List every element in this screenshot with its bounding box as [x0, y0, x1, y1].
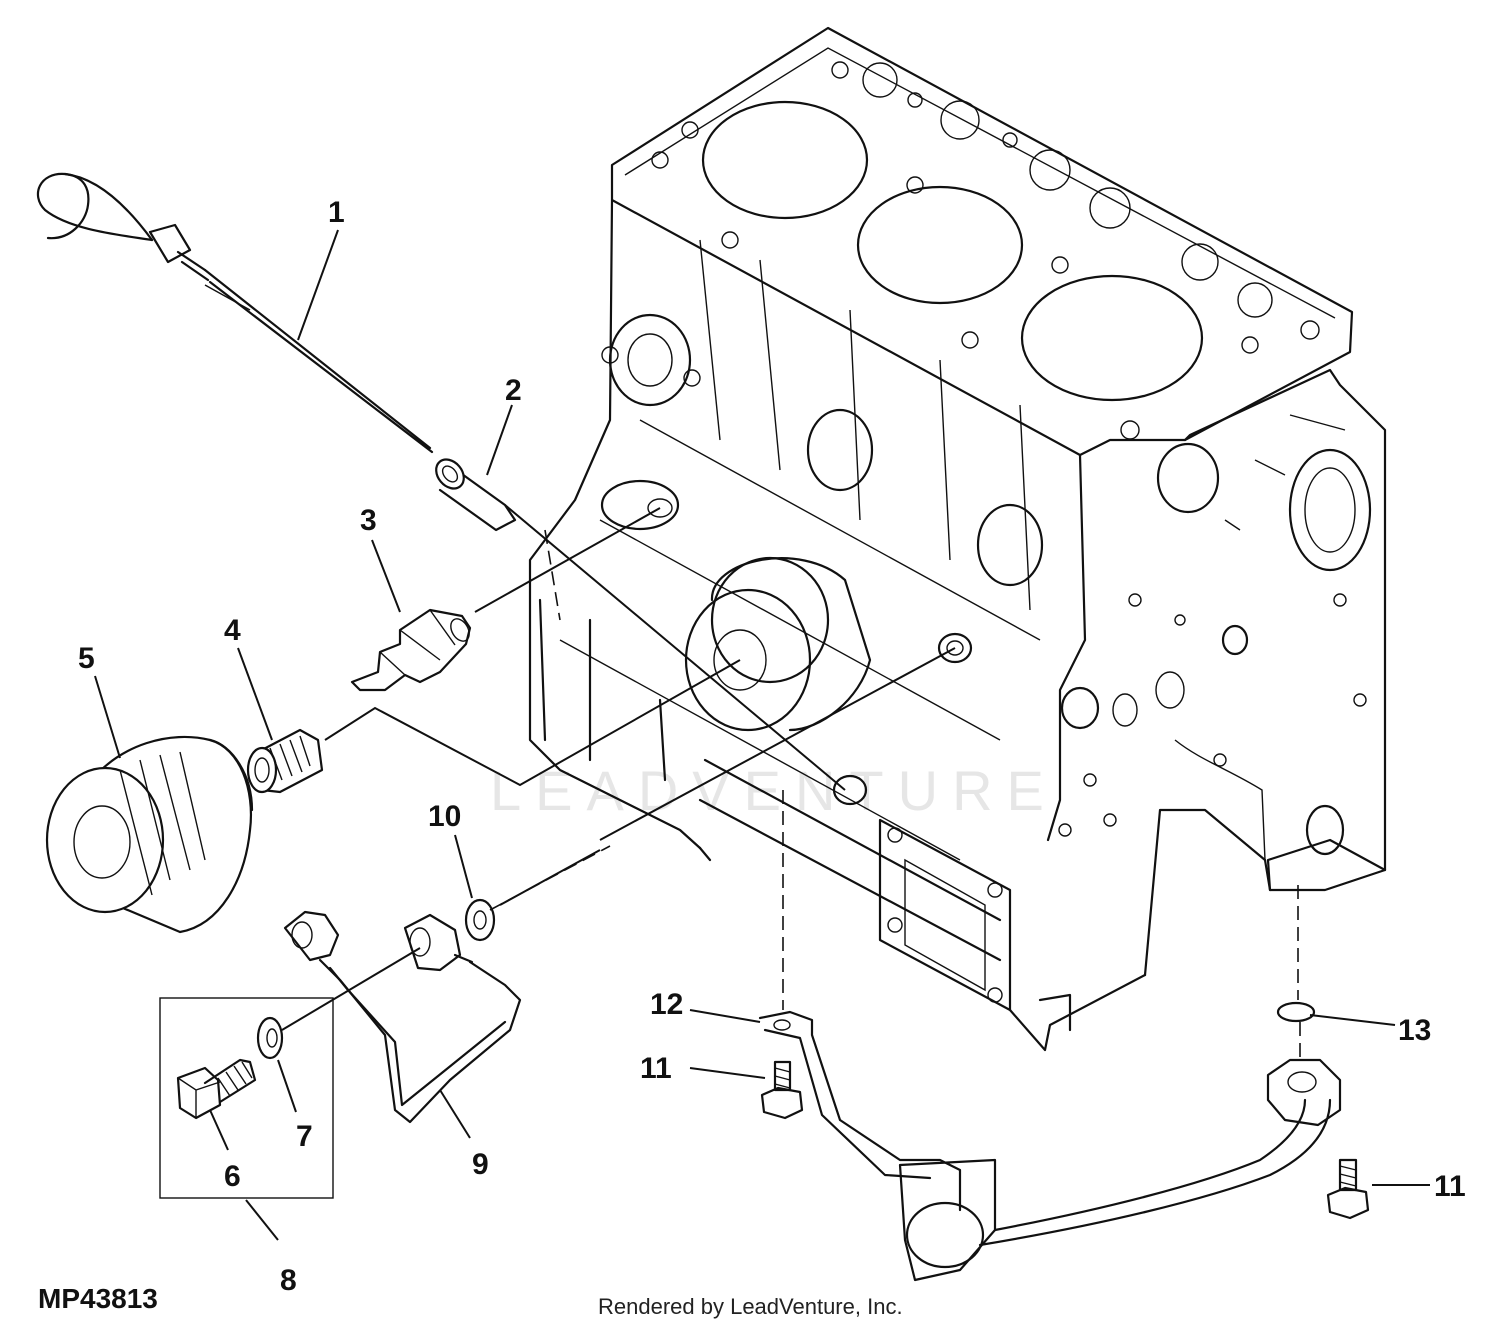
- callout-9: 9: [472, 1148, 489, 1181]
- callout-10: 10: [428, 800, 461, 833]
- callout-3: 3: [360, 504, 377, 537]
- callout-4: 4: [224, 614, 241, 647]
- oil-line-part-9: [283, 910, 522, 1124]
- engine-block: [528, 26, 1387, 1052]
- banjo-bolt-part-6: [176, 1058, 257, 1120]
- callout-1: 1: [328, 196, 345, 229]
- o-ring-part-13: [1276, 1001, 1316, 1023]
- watermark: LEADVENTURE: [490, 759, 1058, 822]
- flange-bolt-part-11b: [1326, 1158, 1370, 1220]
- callout-6: 6: [224, 1160, 241, 1193]
- dipstick-part-1: [36, 172, 434, 454]
- tube-part-2: [435, 458, 517, 532]
- callout-8: 8: [280, 1264, 297, 1297]
- callout-labels: 1 2 3 4 5 6 7 8 9 10 11 11 12 13: [78, 196, 1466, 1297]
- figure-id: MP43813: [38, 1283, 158, 1314]
- adapter-nipple-part-4: [246, 728, 324, 794]
- kit-box-part-8: [159, 997, 334, 1199]
- oil-filter-part-5: [45, 735, 254, 934]
- callout-11b: 11: [1434, 1170, 1466, 1203]
- callout-2: 2: [505, 374, 522, 407]
- oil-pressure-switch-part-3: [350, 608, 472, 692]
- oil-pickup-tube-part: [758, 1010, 1342, 1282]
- callout-11a: 11: [640, 1052, 672, 1085]
- leader-lines: [94, 229, 1430, 1241]
- callout-5: 5: [78, 642, 95, 675]
- callout-13: 13: [1398, 1014, 1431, 1047]
- callout-12: 12: [650, 988, 683, 1021]
- washer-part-7: [256, 1016, 284, 1060]
- callout-7: 7: [296, 1120, 313, 1153]
- washer-part-10: [464, 898, 496, 942]
- flange-bolt-part-11a: [760, 1060, 804, 1120]
- render-credit: Rendered by LeadVenture, Inc.: [598, 1294, 903, 1319]
